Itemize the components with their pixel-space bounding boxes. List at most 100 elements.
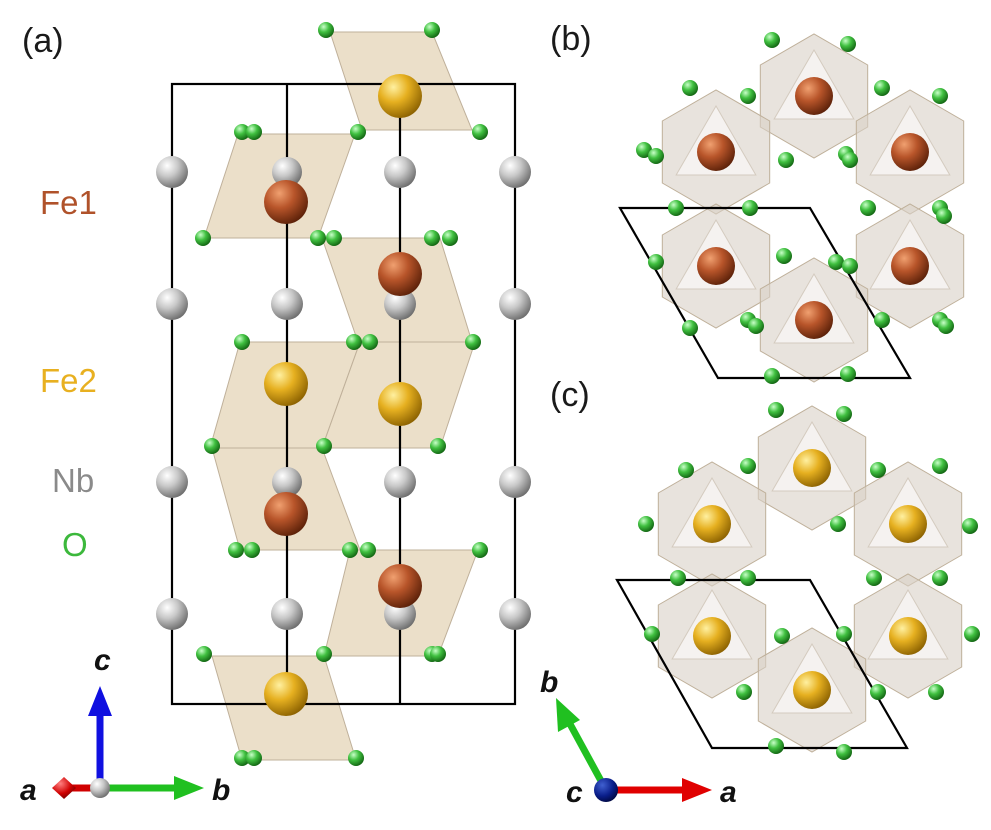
panel-b-atoms [636,32,954,384]
nb-atom [499,156,531,188]
o-atom [430,646,446,662]
o-atom [234,750,250,766]
o-atom [648,148,664,164]
o-atom [774,628,790,644]
fe2-atom [378,74,422,118]
o-atom [360,542,376,558]
o-atom [740,458,756,474]
panel-b-label: (b) [550,20,592,58]
nb-atom [499,466,531,498]
o-atom [442,230,458,246]
o-atom [768,738,784,754]
legend-nb: Nb [52,462,94,499]
nb-atom [499,598,531,630]
o-atom [778,152,794,168]
o-atom [316,438,332,454]
o-atom [636,142,652,158]
legend-fe2: Fe2 [40,362,97,399]
o-atom [204,438,220,454]
o-atom [350,124,366,140]
o-atom [932,570,948,586]
o-atom [424,22,440,38]
o-atom [682,80,698,96]
o-atom [234,334,250,350]
o-atom [866,570,882,586]
o-atom [668,200,684,216]
o-atom [246,124,262,140]
o-atom [246,750,262,766]
panel-a-atoms [156,22,531,766]
o-atom [870,684,886,700]
o-atom [928,684,944,700]
axis-b-label-bc: b [540,666,558,699]
panel-a: (a) Fe1 Fe2 Nb O c b a [20,22,531,807]
nb-atom [271,598,303,630]
o-atom [736,684,752,700]
o-atom [472,124,488,140]
nb-atom [272,157,302,187]
fe1-atom [378,252,422,296]
nb-atom [384,156,416,188]
fe1-atom [264,180,308,224]
axis-a-label: a [20,774,37,807]
o-atom [836,744,852,760]
o-atom [938,318,954,334]
o-atom [840,366,856,382]
fe1-atom [264,492,308,536]
o-atom [196,646,212,662]
o-atom [342,542,358,558]
o-atom [962,518,978,534]
nb-atom [156,156,188,188]
o-atom [346,334,362,350]
o-atom [842,258,858,274]
o-atom [424,230,440,246]
fe2-atom [693,617,731,655]
axis-a-label-bc: a [720,776,737,809]
o-atom [648,254,664,270]
nb-atom [156,288,188,320]
o-atom [742,200,758,216]
o-atom [932,458,948,474]
o-atom [362,334,378,350]
fe1-atom [697,133,735,171]
o-atom [870,462,886,478]
o-atom [764,368,780,384]
o-atom [465,334,481,350]
fe1-atom [795,77,833,115]
o-atom [836,626,852,642]
axes-triad-a: c b a [20,644,230,807]
o-atom [768,402,784,418]
o-atom [840,36,856,52]
fe1-atom [378,564,422,608]
fe1-atom [697,247,735,285]
o-atom [874,312,890,328]
legend-fe1: Fe1 [40,184,97,221]
nb-atom [384,288,416,320]
o-atom [936,208,952,224]
o-atom [316,646,332,662]
fe2-atom [693,505,731,543]
nb-atom [271,288,303,320]
o-atom [776,248,792,264]
fe1-atom [891,133,929,171]
panel-c: (c) b a c [540,376,980,809]
o-atom [234,124,250,140]
fe1-atom [795,301,833,339]
o-atom [828,254,844,270]
panel-c-polyhedra [657,405,963,753]
panel-c-atoms [638,402,980,760]
o-atom [644,626,660,642]
o-atom [836,406,852,422]
o-atom [244,542,260,558]
o-atom [932,88,948,104]
axes-triad-bc: b a c [540,666,737,809]
nb-atom [272,467,302,497]
nb-atom [499,288,531,320]
o-atom [842,152,858,168]
o-atom [764,32,780,48]
o-atom [318,22,334,38]
o-atom [310,230,326,246]
o-atom [740,88,756,104]
o-atom [228,542,244,558]
